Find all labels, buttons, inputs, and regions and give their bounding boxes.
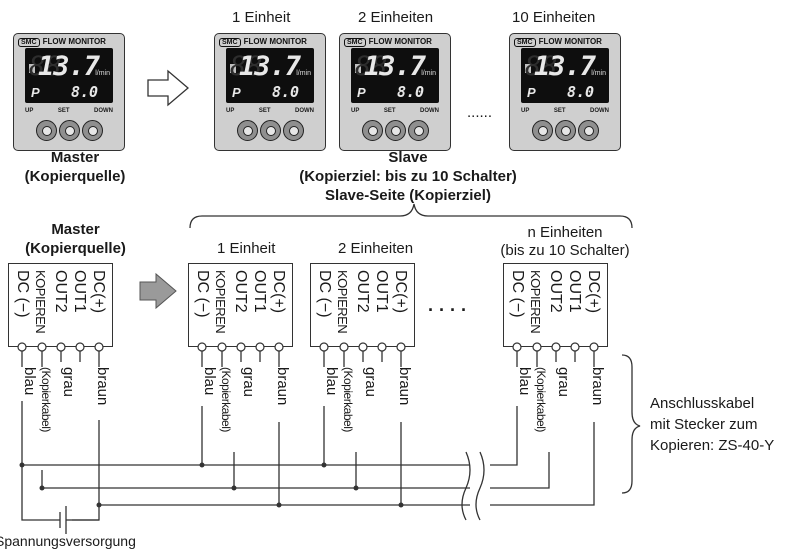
device-display: 88 13.7 l/min P 8.0 (25, 48, 113, 103)
cable-brace (621, 354, 641, 494)
smc-logo: SMC (219, 38, 241, 47)
display-unit: l/min (95, 70, 110, 77)
smc-logo: SMC (18, 38, 40, 47)
top-ellipsis: ...... (467, 104, 493, 121)
up-button[interactable] (532, 120, 553, 141)
up-button[interactable] (362, 120, 383, 141)
top-master-label: Master (Kopierquelle) (24, 149, 126, 185)
set-button[interactable] (59, 120, 80, 141)
down-button[interactable] (283, 120, 304, 141)
set-button[interactable] (260, 120, 281, 141)
bottom-unit-label-1: 1 Einheit (217, 240, 276, 257)
down-button[interactable] (578, 120, 599, 141)
wire-label-braun: braun (396, 367, 413, 406)
up-button[interactable] (237, 120, 258, 141)
wire-label-kopierkabel: (Kopierkabel) (534, 367, 548, 432)
wire-label-braun: braun (94, 367, 111, 406)
switch-block-master: DC (−) KOPIEREN OUT2 OUT1 DC(+) (8, 263, 113, 347)
switch-block-slave-2: DC (−) KOPIEREN OUT2 OUT1 DC(+) (310, 263, 415, 347)
display-p: P (232, 85, 241, 100)
top-slave-label: Slave (Kopierziel: bis zu 10 Schalter) S… (268, 148, 548, 205)
device-display: 88 13.7 l/min P 8.0 (226, 48, 314, 103)
switch-block-slave-1: DC (−) KOPIEREN OUT2 OUT1 DC(+) (188, 263, 293, 347)
display-unit: l/min (296, 70, 311, 77)
smc-logo: SMC (344, 38, 366, 47)
device-title: FLOW MONITOR (538, 37, 602, 46)
down-button[interactable] (408, 120, 429, 141)
device-display: 88 13.7 l/min P 8.0 (351, 48, 439, 103)
display-setpoint: 8.0 (272, 83, 300, 101)
power-supply-label: Spannungsversorgung (0, 533, 136, 549)
wire-label-braun: braun (274, 367, 291, 406)
smc-logo: SMC (514, 38, 536, 47)
down-button[interactable] (82, 120, 103, 141)
wire-label-kopierkabel: (Kopierkabel) (341, 367, 355, 432)
display-value: 13.7 (238, 51, 301, 82)
display-setpoint: 8.0 (71, 83, 99, 101)
display-value: 13.7 (363, 51, 426, 82)
up-button[interactable] (36, 120, 57, 141)
top-unit-label-2: 2 Einheiten (358, 9, 434, 26)
display-value: 13.7 (37, 51, 100, 82)
wire-label-blau: blau (516, 367, 533, 396)
display-unit: l/min (421, 70, 436, 77)
wire-label-blau: blau (21, 367, 38, 396)
device-title: FLOW MONITOR (42, 37, 106, 46)
bottom-ellipsis: · · · · (428, 300, 467, 320)
wire-label-grau: grau (240, 367, 257, 398)
display-setpoint: 8.0 (567, 83, 595, 101)
wire-label-grau: grau (60, 367, 77, 398)
wire-label-blau: blau (201, 367, 218, 396)
wire-label-blau: blau (323, 367, 340, 396)
display-p: P (527, 85, 536, 100)
set-button[interactable] (385, 120, 406, 141)
display-setpoint: 8.0 (397, 83, 425, 101)
bottom-unit-label-2: 2 Einheiten (338, 240, 414, 257)
top-unit-label-10: 10 Einheiten (512, 9, 596, 26)
wire-label-braun: braun (589, 367, 606, 406)
slave-side-label: Slave-Seite (Kopierziel) (325, 187, 491, 204)
copy-arrow-icon (139, 272, 177, 310)
wire-label-grau: grau (362, 367, 379, 398)
top-unit-label-1: 1 Einheit (232, 9, 291, 26)
wire-label-kopierkabel: (Kopierkabel) (39, 367, 53, 432)
set-button[interactable] (555, 120, 576, 141)
device-title: FLOW MONITOR (243, 37, 307, 46)
device-title: FLOW MONITOR (368, 37, 432, 46)
wire-label-grau: grau (555, 367, 572, 398)
device-display: 88 13.7 l/min P 8.0 (521, 48, 609, 103)
display-value: 13.7 (533, 51, 596, 82)
hollow-arrow-icon (147, 69, 190, 107)
pin-terminals (21, 347, 595, 362)
bottom-n-units-label: n Einheiten (bis zu 10 Schalter) (500, 224, 630, 259)
switch-block-slave-n: DC (−) KOPIEREN OUT2 OUT1 DC(+) (503, 263, 608, 347)
wire-label-kopierkabel: (Kopierkabel) (219, 367, 233, 432)
display-unit: l/min (591, 70, 606, 77)
bottom-master-label: Master (Kopierquelle) (25, 221, 126, 257)
cable-note: Anschlusskabel mit Stecker zum Kopieren:… (650, 395, 775, 454)
display-p: P (357, 85, 366, 100)
display-p: P (31, 85, 40, 100)
